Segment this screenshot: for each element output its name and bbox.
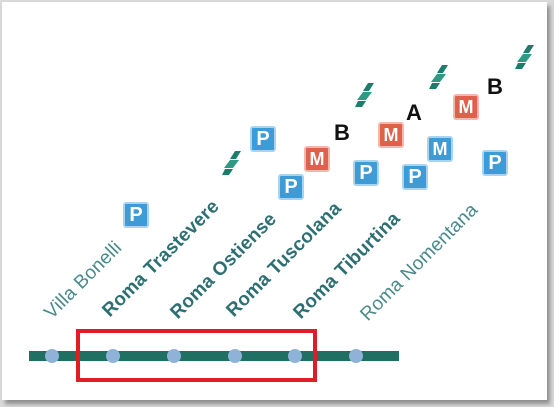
train-icon-graphic (222, 151, 241, 175)
rail-track (29, 351, 399, 361)
parking-icon: P (278, 174, 304, 200)
metro-icon: M (304, 146, 330, 172)
station-dot[interactable] (167, 349, 181, 363)
metro-icon: M (453, 94, 479, 120)
line-b-icon: B (334, 120, 350, 145)
train-icon (514, 44, 536, 70)
train-icon (221, 150, 243, 176)
parking-icon: P (123, 202, 149, 228)
map-frame: Villa Bonelli Roma Trastevere Roma Ostie… (2, 2, 547, 400)
train-icon-graphic (355, 83, 374, 107)
parking-icon: P (482, 150, 508, 176)
parking-icon: P (353, 160, 379, 186)
parking-icon: P (250, 126, 276, 152)
station-dot[interactable] (45, 349, 59, 363)
train-icon-graphic (515, 45, 534, 69)
line-b-icon: B (487, 74, 503, 99)
metro-icon: M (427, 136, 453, 162)
train-icon (354, 82, 376, 108)
parking-icon: P (402, 164, 428, 190)
line-a-icon: A (406, 100, 422, 125)
route-diagram: Villa Bonelli Roma Trastevere Roma Ostie… (2, 2, 547, 400)
train-icon (428, 64, 450, 90)
train-icon-graphic (429, 65, 448, 89)
station-dot[interactable] (106, 349, 120, 363)
metro-icon: M (378, 122, 404, 148)
station-dot[interactable] (349, 349, 363, 363)
rail-line (29, 349, 399, 363)
station-dot[interactable] (228, 349, 242, 363)
station-dot[interactable] (288, 349, 302, 363)
selection-highlight (76, 329, 317, 382)
